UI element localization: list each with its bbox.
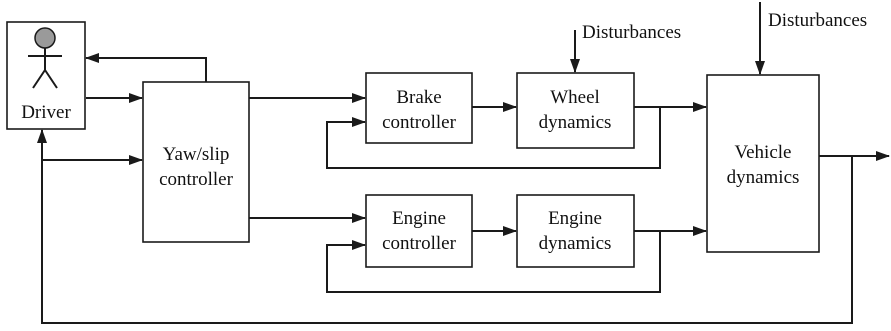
wheel-dynamics-block: Wheel dynamics bbox=[516, 72, 635, 149]
yaw-slip-controller-block: Yaw/slip controller bbox=[142, 81, 250, 243]
vehicle-dynamics-block: Vehicle dynamics bbox=[706, 74, 820, 253]
brake-loop-feedback bbox=[326, 107, 661, 169]
engine-dynamics-label-line2: dynamics bbox=[539, 233, 612, 254]
vehicle-dynamics-label-line1: Vehicle bbox=[735, 142, 792, 163]
engine-controller-label-line2: controller bbox=[382, 233, 457, 254]
brake-controller-label-line1: Brake bbox=[396, 87, 441, 108]
engine-controller-label-line1: Engine bbox=[392, 208, 446, 229]
driver-label: Driver bbox=[21, 102, 71, 123]
yaw-slip-label-line2: controller bbox=[159, 169, 234, 190]
brake-controller-label-line2: controller bbox=[382, 112, 457, 133]
arrow-yawslip-to-driver bbox=[85, 53, 207, 82]
signal-wires bbox=[37, 53, 890, 324]
yaw-slip-label-line1: Yaw/slip bbox=[163, 144, 230, 165]
engine-loop-feedback bbox=[326, 231, 661, 293]
brake-controller-block: Brake controller bbox=[365, 72, 473, 144]
engine-controller-block: Engine controller bbox=[365, 194, 473, 268]
outer-feedback-loop bbox=[37, 129, 853, 324]
driver-figure-icon bbox=[28, 27, 62, 89]
driver-block: Driver bbox=[6, 21, 86, 130]
engine-dynamics-label-line1: Engine bbox=[548, 208, 602, 229]
disturbance-label-vehicle: Disturbances bbox=[768, 10, 867, 31]
wheel-dynamics-label-line2: dynamics bbox=[539, 112, 612, 133]
wheel-dynamics-label-line1: Wheel bbox=[550, 87, 600, 108]
vehicle-dynamics-label-line2: dynamics bbox=[727, 167, 800, 188]
disturbance-label-wheel: Disturbances bbox=[582, 22, 681, 43]
engine-dynamics-block: Engine dynamics bbox=[516, 194, 635, 268]
